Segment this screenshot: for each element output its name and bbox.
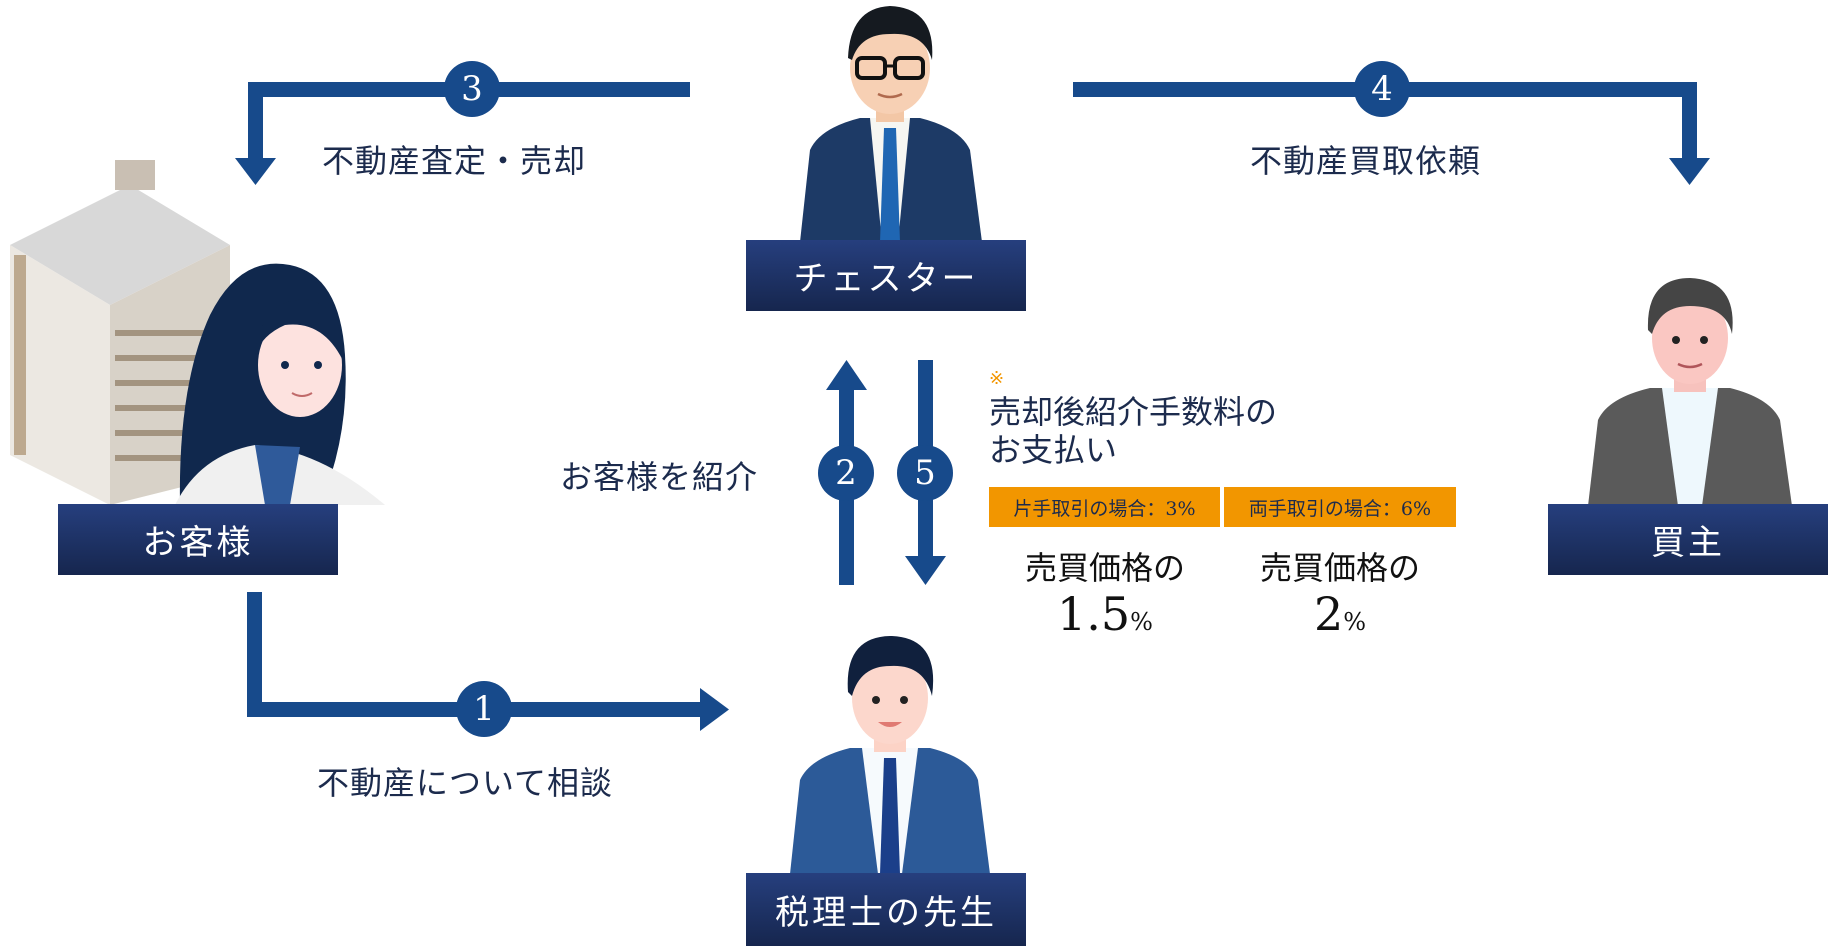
note-mark: ※ [989,368,1005,389]
price-both-side-label: 売買価格の [1259,549,1420,587]
price-one-side-value: 1.5 [1057,587,1131,641]
step-number-1: 1 [456,681,512,737]
badge-one-side-deal: 片手取引の場合：3% [989,487,1220,527]
node-buyer: 買主 [1548,504,1828,575]
step-number-4: 4 [1354,61,1410,117]
node-chester: チェスター [746,240,1026,311]
buyer-illustration [1588,278,1792,506]
step-number-3: 3 [444,61,500,117]
step-4-label: 不動産買取依頼 [1250,142,1482,180]
price-one-side-label: 売買価格の [1024,549,1185,587]
step-number-2: 2 [818,445,874,501]
price-one-side: 売買価格の 1.5% [1000,543,1210,640]
price-one-side-unit: % [1130,608,1153,636]
price-both-side: 売買価格の 2% [1235,543,1445,640]
badge-both-side-deal: 両手取引の場合：6% [1224,487,1456,527]
customer-building-illustration [10,160,385,505]
tax-accountant-illustration [790,636,990,874]
step-3-label: 不動産査定・売却 [322,142,587,180]
node-customer: お客様 [58,504,338,575]
fee-note-title-line2: お支払い [989,431,1118,469]
node-tax-accountant: 税理士の先生 [746,873,1026,946]
chester-staff-illustration [800,6,982,242]
step-number-5: 5 [897,445,953,501]
price-both-side-value: 2 [1313,587,1344,641]
step-1-label: 不動産について相談 [317,764,614,802]
price-both-side-unit: % [1343,608,1367,636]
fee-note-title-line1: 売却後紹介手数料の [989,393,1278,431]
step-2-label: お客様を紹介 [560,458,759,496]
fee-note-title: 売却後紹介手数料の お支払い [989,393,1277,469]
